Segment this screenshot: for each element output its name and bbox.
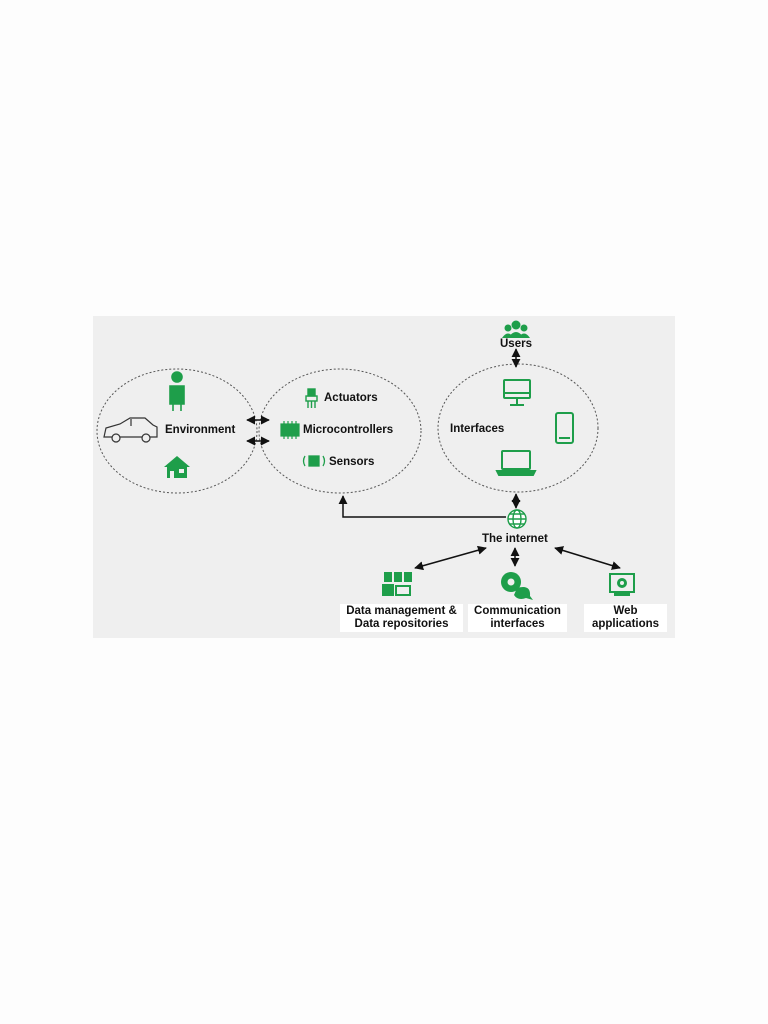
actuator-icon xyxy=(305,388,318,408)
communication-icon xyxy=(501,572,533,600)
web-applications-box: Web applications xyxy=(584,604,667,632)
internet-web-arrow xyxy=(554,546,621,570)
sensor-icon xyxy=(302,455,326,467)
communication-box: Communication interfaces xyxy=(468,604,567,632)
data-management-line1: Data management & xyxy=(346,605,457,617)
interfaces-label: Interfaces xyxy=(450,423,505,435)
microcontroller-icon xyxy=(280,421,300,439)
internet-label: The internet xyxy=(482,533,548,545)
car-icon xyxy=(103,417,158,443)
diagram-canvas xyxy=(96,320,635,600)
users-icon xyxy=(502,320,530,338)
device-ellipse xyxy=(258,368,422,494)
internet-device-connector xyxy=(338,495,506,518)
monitor-icon xyxy=(503,379,531,406)
data-management-line2: Data repositories xyxy=(354,618,449,630)
interfaces-ellipse xyxy=(437,363,599,493)
environment-ellipse xyxy=(96,368,258,494)
globe-icon xyxy=(507,509,527,529)
environment-label: Environment xyxy=(165,424,236,436)
person-icon xyxy=(169,371,185,411)
laptop-icon xyxy=(495,450,537,476)
phone-icon xyxy=(555,412,574,444)
web-application-icon xyxy=(609,573,635,596)
communication-line2: interfaces xyxy=(490,618,545,630)
data-repository-icon xyxy=(382,572,412,596)
internet-data-arrow xyxy=(414,545,487,571)
actuators-label: Actuators xyxy=(324,392,378,404)
data-management-box: Data management & Data repositories xyxy=(340,604,463,632)
web-line1: Web xyxy=(613,605,638,617)
users-label: Users xyxy=(500,338,532,350)
house-icon xyxy=(164,456,190,478)
sensors-label: Sensors xyxy=(329,456,375,468)
web-line2: applications xyxy=(591,618,660,630)
microcontrollers-label: Microcontrollers xyxy=(303,424,394,436)
iot-architecture-diagram: Environment Actuators Microcontrollers S… xyxy=(93,316,675,638)
communication-line1: Communication xyxy=(474,605,561,617)
